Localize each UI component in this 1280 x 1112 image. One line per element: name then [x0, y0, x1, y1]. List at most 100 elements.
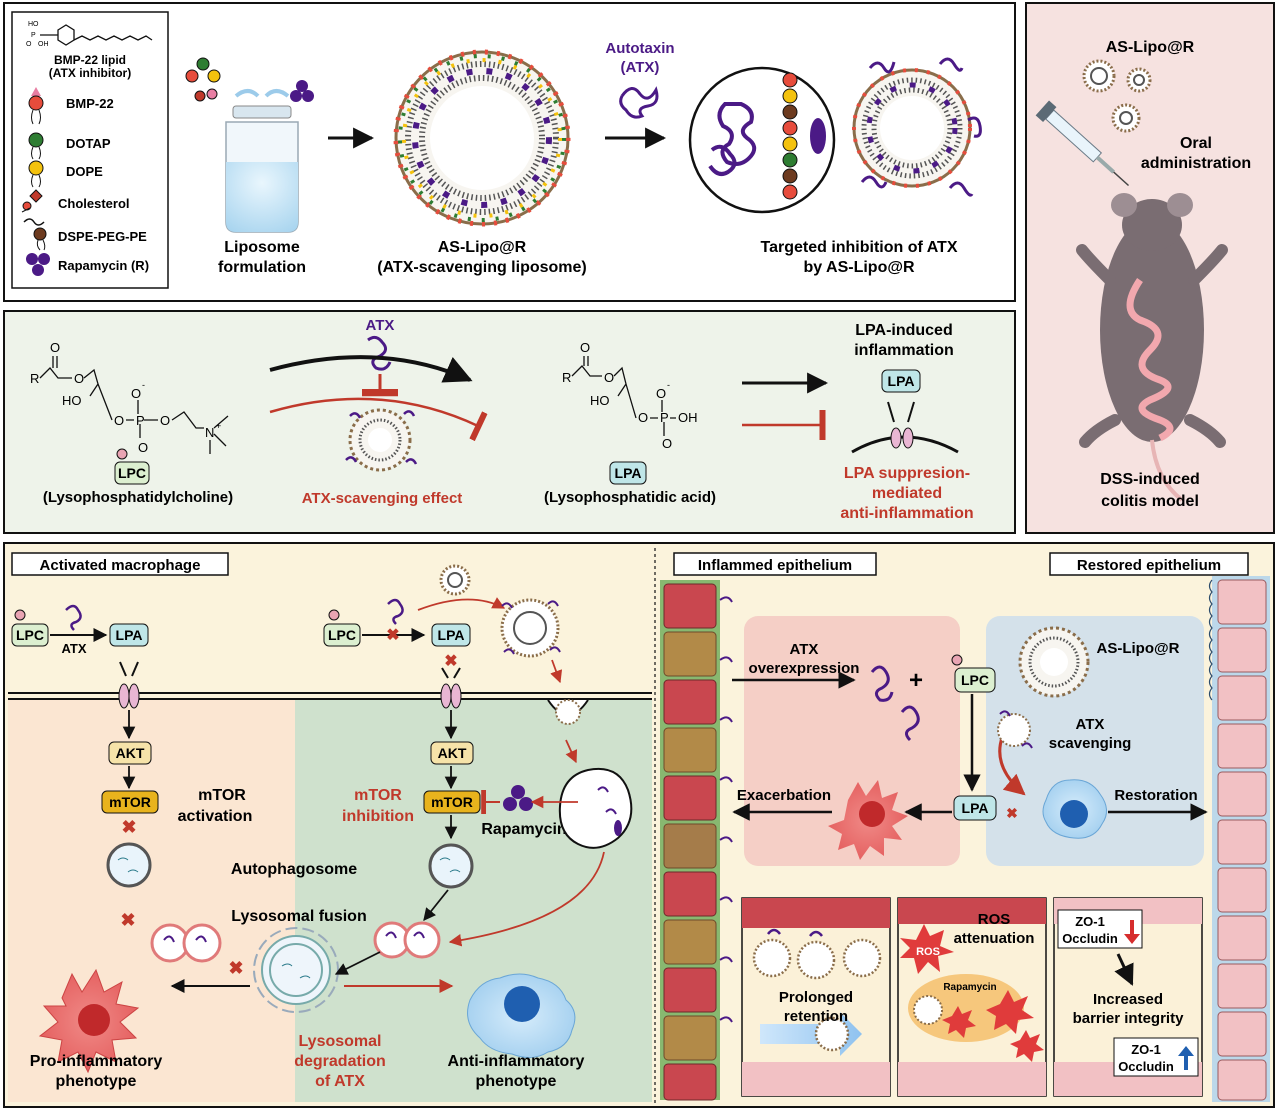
- lpa-receptor-icon: LPA: [851, 369, 959, 454]
- svg-text:LPC: LPC: [961, 672, 989, 688]
- svg-text:HO: HO: [28, 21, 39, 28]
- liposome-formulation-label-2: formulation: [218, 259, 306, 276]
- svg-text:R: R: [562, 370, 571, 385]
- svg-text:HO: HO: [590, 393, 610, 408]
- pro-sublabel: phenotype: [56, 1073, 137, 1090]
- legend-item-dope: DOPE: [66, 164, 103, 179]
- inflamed-title: Inflammed epithelium: [698, 557, 852, 574]
- inflamed-title-box: [673, 552, 877, 576]
- macrophage-icon-anti: [467, 973, 576, 1058]
- inflamed-epithelium-cells: [660, 580, 733, 1101]
- zoom-circle-icon: [688, 66, 836, 214]
- atx-protein-icon: [870, 665, 894, 702]
- autophagosome-icon-left: [150, 923, 222, 963]
- atx-over-label-1: ATX: [790, 641, 819, 658]
- suppression-label-3: anti-inflammation: [840, 505, 973, 522]
- svg-text:O: O: [74, 371, 84, 386]
- legend-box: HO P O OH BMP-22 lipid (ATX inhibitor) B…: [11, 11, 169, 289]
- svg-text:LPA: LPA: [888, 373, 915, 389]
- lpc-tag: LPC: [114, 448, 150, 485]
- mtor-inhibition-sublabel: inhibition: [342, 808, 414, 825]
- dope-icon: [28, 160, 44, 188]
- svg-text:O: O: [131, 386, 141, 401]
- lpa-induced-label: LPA-induced: [855, 322, 952, 339]
- svg-text:LPA: LPA: [962, 800, 989, 816]
- lyso-deg-label-2: degradation: [294, 1053, 386, 1070]
- macrophage-title-box: [11, 552, 229, 576]
- lpc-name: (Lysophosphatidylcholine): [43, 489, 233, 506]
- svg-text:OH: OH: [678, 410, 698, 425]
- rapamycin-label: Rapamycin: [481, 821, 566, 838]
- prolonged-label-2: retention: [784, 1008, 848, 1025]
- svg-text:✖: ✖: [228, 958, 243, 978]
- rapamycin-icon: [26, 253, 50, 276]
- atx-conversion-arrow: [269, 355, 473, 383]
- lpa-structure: R O O HO O P O - O OH: [562, 340, 698, 451]
- liposome-icon-epi: [997, 626, 1090, 749]
- liposome-icon-bound: [852, 57, 982, 197]
- lysosome-icon: [253, 927, 339, 1013]
- macrophage-title: Activated macrophage: [40, 557, 201, 574]
- ros-att-label-1: ROS: [978, 911, 1011, 928]
- aslipo-epi-label: AS-Lipo@R: [1097, 640, 1180, 657]
- mouse-panel-title: AS-Lipo@R: [1106, 39, 1195, 56]
- svg-text:✖: ✖: [386, 627, 399, 644]
- svg-text:✖: ✖: [444, 653, 457, 670]
- atx-scav-label-2: scavenging: [1049, 735, 1132, 752]
- svg-text:-: -: [667, 380, 670, 390]
- endosome-icon: [558, 768, 633, 849]
- svg-text:O: O: [50, 340, 60, 355]
- mtor-activation-label: mTOR: [198, 787, 246, 804]
- model-label: DSS-induced: [1100, 471, 1200, 488]
- lyso-deg-label-3: of ATX: [315, 1073, 365, 1090]
- atx-over-label-2: overexpression: [749, 660, 860, 677]
- occludin-label-top: Occludin: [1062, 931, 1118, 946]
- svg-text:O: O: [160, 413, 170, 428]
- model-sublabel: colitis model: [1101, 493, 1199, 510]
- prolonged-label-1: Prolonged: [779, 989, 853, 1006]
- svg-text:-: -: [142, 380, 145, 390]
- liposome-formulation-label-1: Liposome: [224, 239, 300, 256]
- lpc-structure: R O O HO O P O - O O N +: [30, 340, 229, 455]
- mouse-icon: [1076, 193, 1228, 502]
- atx-protein-icon-2: [900, 705, 920, 742]
- atx-scav-label-1: ATX: [1076, 716, 1105, 733]
- legend-item-dspe: DSPE-PEG-PE: [58, 229, 147, 244]
- ros-burst-label: ROS: [916, 946, 940, 958]
- chem-atx-label: ATX: [366, 317, 395, 334]
- svg-text:O: O: [114, 413, 124, 428]
- aslipo-sublabel: (ATX-scavenging liposome): [377, 259, 587, 276]
- lpa-induced-sublabel: inflammation: [854, 342, 954, 359]
- svg-text:LPC: LPC: [16, 627, 44, 643]
- ros-panel: [897, 897, 1047, 1097]
- legend-bmp-subtitle: (ATX inhibitor): [49, 66, 131, 80]
- svg-text:P: P: [31, 32, 36, 39]
- svg-text:LPA: LPA: [116, 627, 143, 643]
- autotaxin-label: Autotaxin: [605, 40, 674, 57]
- legend-item-bmp22: BMP-22: [66, 96, 114, 111]
- zo1-label-top: ZO-1: [1075, 914, 1105, 929]
- macrophage-icon-pro: [38, 968, 140, 1074]
- svg-text:LPC: LPC: [328, 627, 356, 643]
- liposome-icon-entering: [417, 564, 589, 764]
- scavenging-effect-label: ATX-scavenging effect: [302, 490, 463, 507]
- restored-epithelium-cells: [1208, 576, 1270, 1102]
- restored-title: Restored epithelium: [1077, 557, 1221, 574]
- svg-text:mTOR: mTOR: [431, 794, 473, 810]
- lpa-tag: LPA: [609, 461, 647, 485]
- oral-label: Oral: [1180, 135, 1212, 152]
- plus-sign: +: [909, 667, 923, 694]
- scavenging-inhibit-curve: [269, 397, 488, 442]
- restoration-label: Restoration: [1114, 787, 1197, 804]
- lpa-tag-epi: LPA: [953, 795, 997, 821]
- anti-sublabel: phenotype: [476, 1073, 557, 1090]
- svg-text:LPC: LPC: [118, 465, 146, 481]
- svg-text:O: O: [604, 370, 614, 385]
- svg-text:O: O: [656, 386, 666, 401]
- oral-sublabel: administration: [1141, 155, 1251, 172]
- occludin-label-bottom: Occludin: [1118, 1059, 1174, 1074]
- macrophage-icon-epi-red: [828, 780, 908, 860]
- svg-text:O: O: [26, 41, 32, 48]
- svg-text:ATX: ATX: [61, 641, 86, 656]
